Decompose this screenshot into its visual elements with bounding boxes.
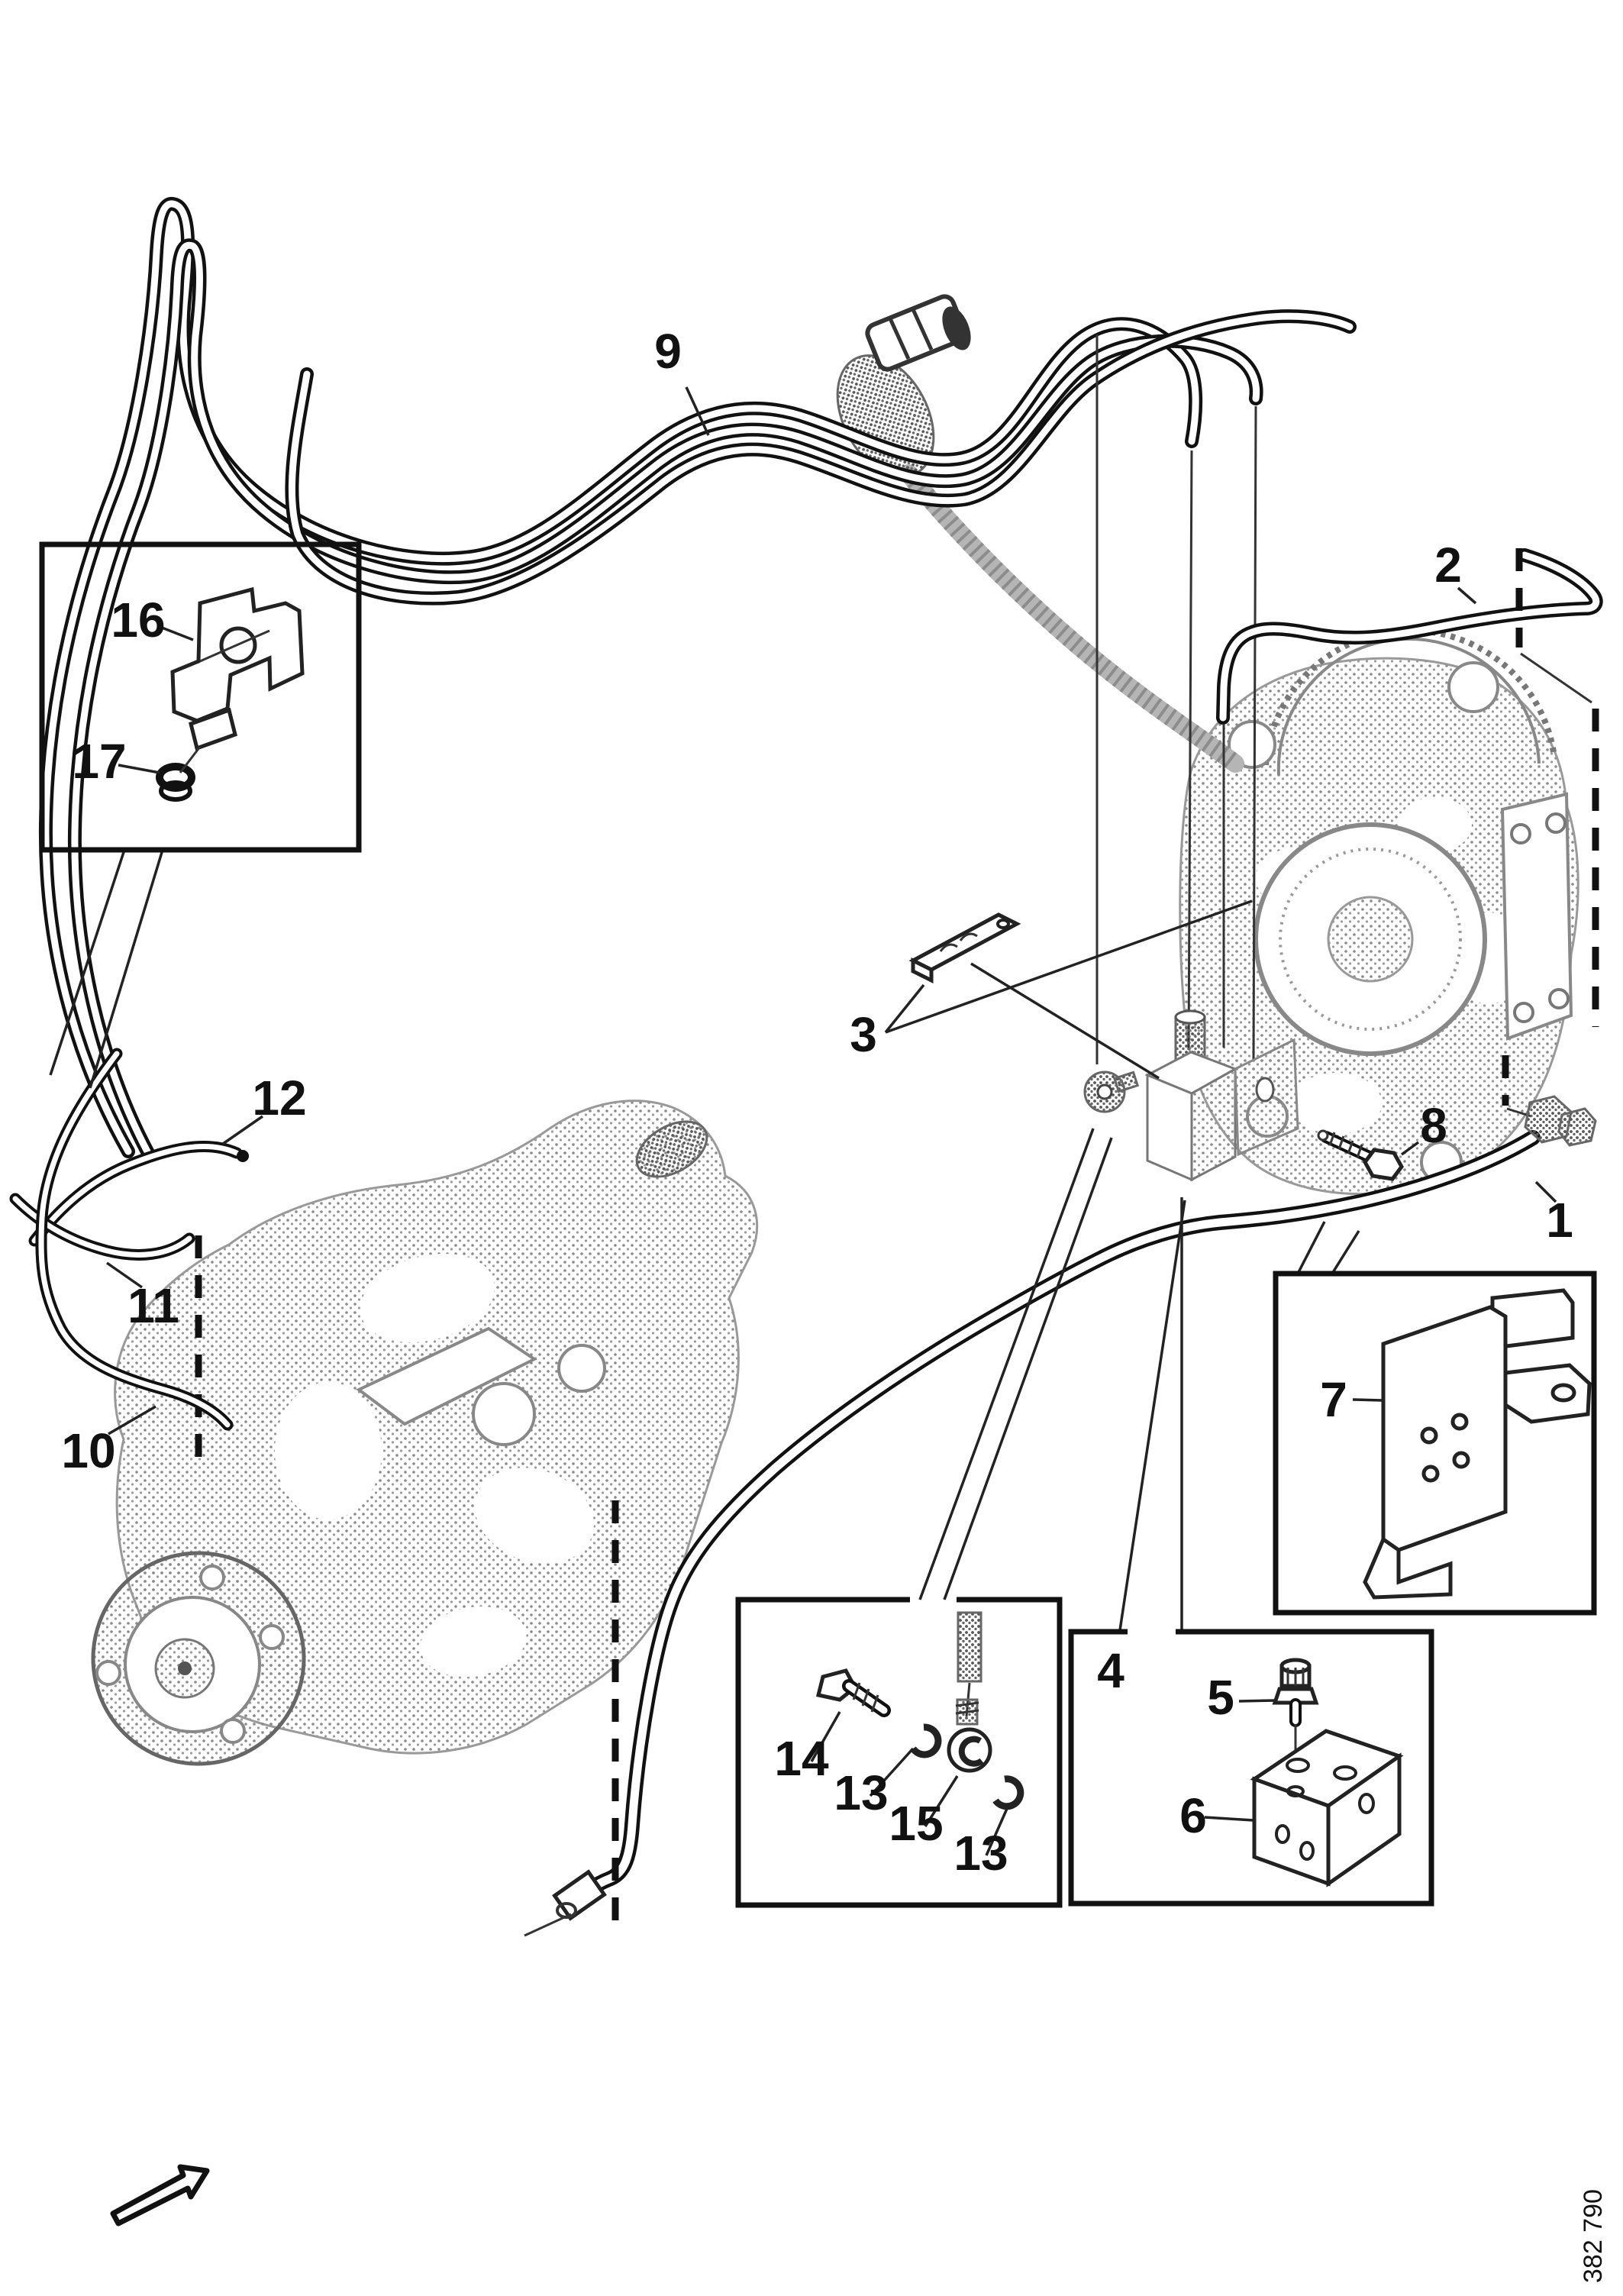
callout-10: 10 (61, 1423, 115, 1478)
cover-hole (1545, 812, 1567, 834)
callout-13: 13 (834, 1765, 888, 1820)
pump-highlight (360, 1253, 495, 1343)
pipe1-union-body (1557, 1107, 1597, 1147)
housing-highlight (1290, 1073, 1382, 1134)
clamp-hole (996, 919, 1010, 929)
clamp-plate-3 (884, 899, 1253, 1080)
cover-hole (1548, 988, 1570, 1009)
manifold-block-side (1190, 1067, 1237, 1182)
tube12-end (237, 1150, 249, 1162)
cylinder-top (1174, 1009, 1206, 1025)
housing-cover-plate (1500, 792, 1573, 1041)
housing-boss (1447, 661, 1499, 713)
label-leaders (106, 386, 1557, 1435)
bolt-8 (1317, 1129, 1404, 1181)
callout-1: 1 (1546, 1193, 1573, 1248)
manifold-block-6 (1250, 1729, 1404, 1887)
callout-14: 14 (774, 1731, 829, 1786)
tube-10 (35, 1048, 234, 1431)
callout-16: 16 (111, 593, 165, 647)
detail-box-7 (1273, 1271, 1597, 1616)
tube9-leader (1252, 405, 1257, 1061)
tube-bundle-9 (38, 196, 1357, 1161)
callout-5: 5 (1207, 1670, 1234, 1725)
injection-pump (91, 1100, 758, 1766)
pump-boss (472, 1382, 536, 1446)
connector-ring (942, 306, 971, 350)
direction-arrow-icon (110, 2164, 210, 2227)
callout-4: 4 (1097, 1643, 1124, 1698)
pump-shaft-center (178, 1661, 192, 1675)
flange-hole (220, 1718, 246, 1744)
callout-9: 9 (654, 324, 682, 379)
leader-3-long (885, 899, 1253, 1034)
tube9-leader (1187, 450, 1193, 1051)
detail-box-16-17 (39, 541, 362, 853)
pipe-1 (552, 1095, 1597, 1921)
leader-3-install (970, 962, 1160, 1080)
elbow-eye (1096, 1083, 1113, 1100)
detail-leader-lines (49, 849, 1360, 1631)
washer-13a (910, 1723, 942, 1758)
manifold-assembly (1083, 1009, 1299, 1182)
callout-12: 12 (252, 1070, 306, 1125)
housing-hub (1327, 896, 1414, 983)
pump-highlight (420, 1607, 527, 1677)
doc-number: 382 790 (1579, 2189, 1608, 2283)
boundary-dashes-left (524, 1500, 619, 1937)
flange-hole (199, 1565, 225, 1590)
elbow-stub (1112, 1070, 1140, 1093)
leader-3 (884, 983, 925, 1034)
callout-2: 2 (1434, 538, 1462, 593)
cover-hole (1510, 823, 1531, 844)
pump-solenoid (635, 1120, 708, 1178)
pipe1-end-nut (552, 1869, 607, 1921)
pump-highlight (275, 1382, 382, 1519)
callout-6: 6 (1179, 1788, 1207, 1843)
connector-band (910, 306, 934, 351)
pump-nameplate (356, 1326, 537, 1426)
pump-boss (557, 1344, 606, 1393)
connector-band (887, 315, 911, 360)
bolt8-head (1363, 1148, 1404, 1181)
port-hole (1255, 1077, 1275, 1103)
callout-17: 17 (72, 734, 126, 789)
cover-hole (1513, 1002, 1534, 1023)
bracket-7 (1363, 1288, 1592, 1600)
housing-boss (1228, 720, 1276, 769)
flange-hole (95, 1660, 121, 1686)
bolt8-tip (1317, 1129, 1329, 1142)
fitting-5 (1272, 1658, 1319, 1796)
callout-7: 7 (1320, 1372, 1347, 1427)
callout-15: 15 (889, 1796, 943, 1851)
callout-13: 13 (953, 1826, 1008, 1881)
flange-hole (259, 1624, 285, 1650)
bracket16-foot (189, 707, 237, 751)
tube-2 (1216, 548, 1603, 1048)
detail-box-13-14-15 (735, 1597, 1063, 1908)
callout-11: 11 (127, 1278, 179, 1333)
manifold-block-front (1146, 1073, 1193, 1182)
sensor-harness (836, 294, 1244, 773)
pump-highlight (475, 1468, 594, 1564)
detail-box-4-5-6 (1068, 1629, 1434, 1907)
grommet-17 (156, 746, 202, 802)
housing-bore-ring (1279, 848, 1462, 1031)
bracket-16 (170, 586, 305, 751)
banjo-fitting-15 (947, 1698, 992, 1773)
callout-8: 8 (1420, 1098, 1447, 1153)
callout-3: 3 (850, 1007, 877, 1062)
washer-13b (992, 1775, 1024, 1810)
tube-12 (28, 1140, 249, 1247)
banjo-bolt-14 (815, 1668, 891, 1717)
